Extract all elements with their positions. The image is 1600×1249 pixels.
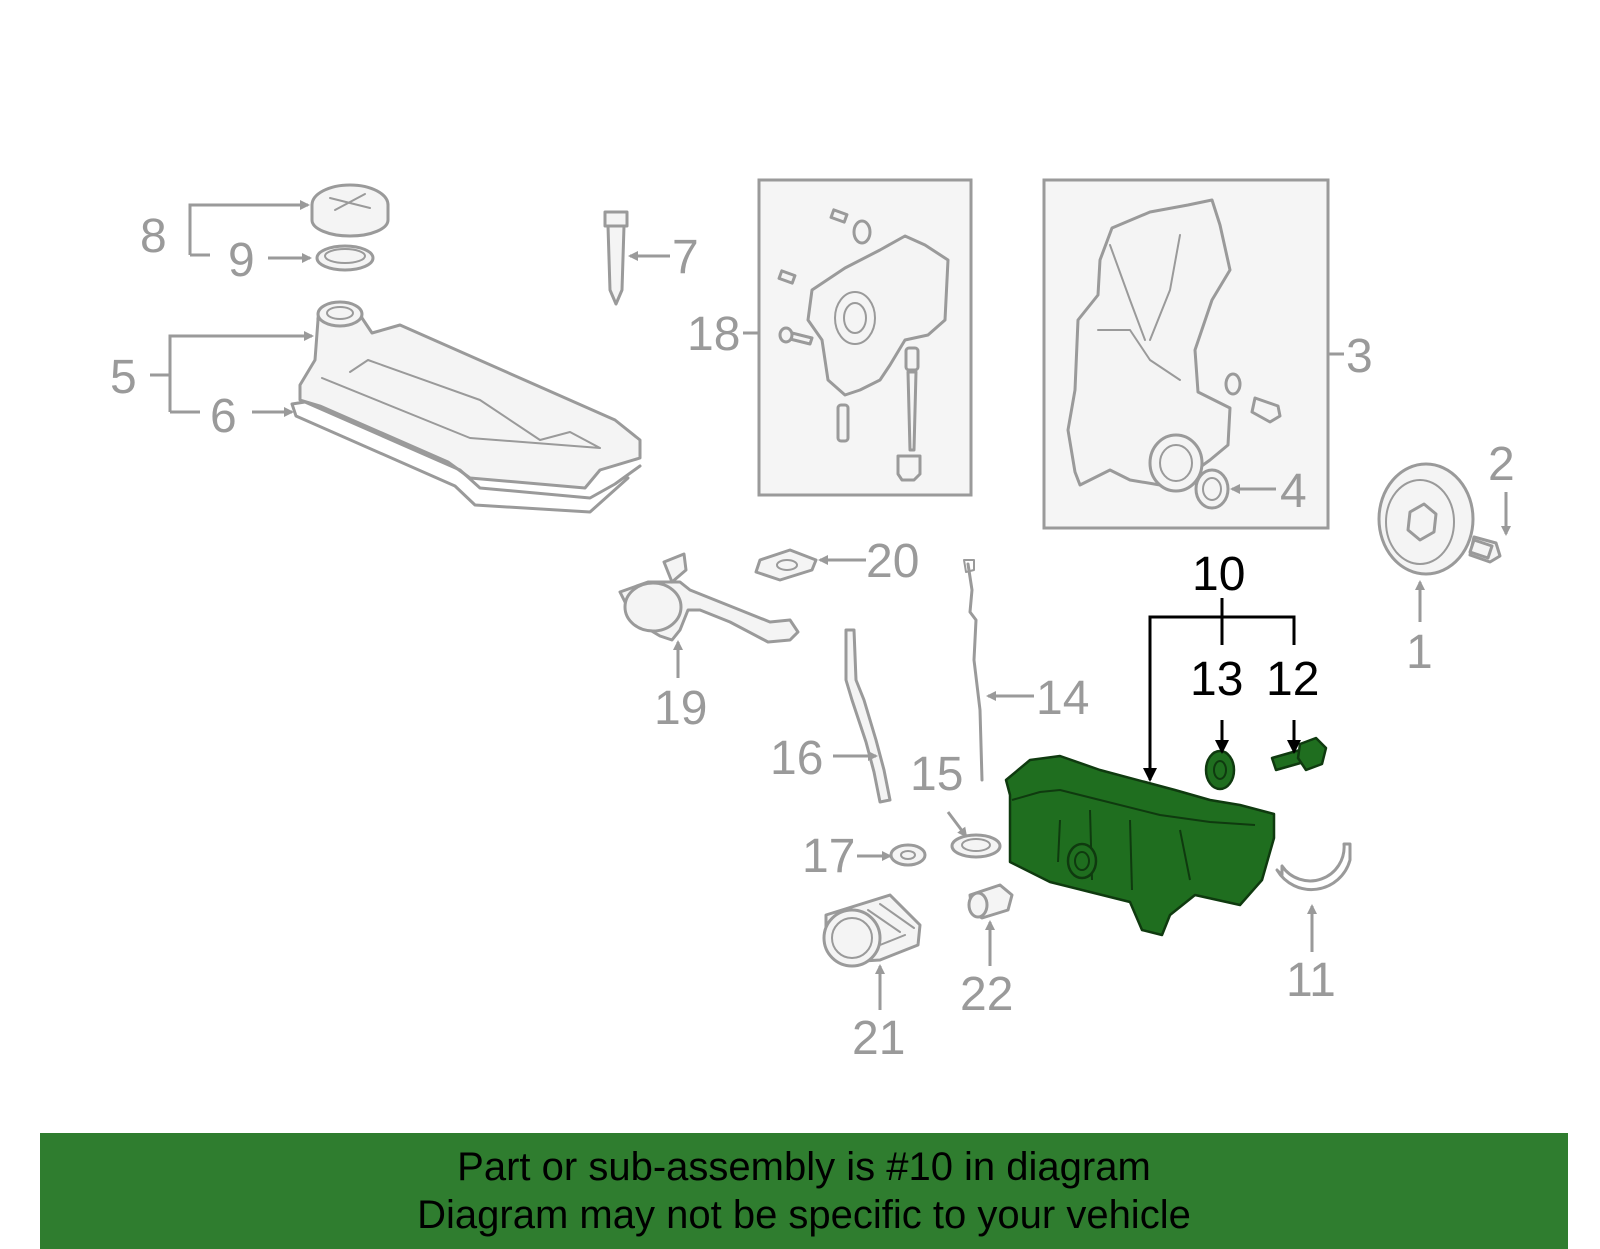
leader-lines	[150, 200, 1511, 1010]
callout-2: 2	[1488, 438, 1515, 491]
callout-6: 6	[210, 390, 237, 443]
callout-labels: 8 9 5 6 7 18 3 4 2 1 20 19 14 16 15 17 2…	[110, 210, 1515, 1065]
oil-filler-cap	[310, 183, 390, 238]
callout-21: 21	[852, 1012, 905, 1065]
timing-cover-box	[1042, 178, 1330, 530]
callout-10: 10	[1192, 548, 1245, 601]
rear-seal-11	[1275, 842, 1352, 892]
callout-12: 12	[1266, 653, 1319, 706]
oil-filter	[822, 893, 922, 968]
banner-part-note: Part or sub-assembly is #10 in diagram	[457, 1145, 1151, 1189]
callout-13: 13	[1190, 653, 1243, 706]
callout-14: 14	[1036, 672, 1089, 725]
oil-pump-box	[757, 178, 973, 497]
callout-7: 7	[672, 231, 699, 284]
callout-18: 18	[687, 308, 740, 361]
oil-pan-assembly	[1004, 754, 1276, 937]
callout-19: 19	[654, 682, 707, 735]
callout-3: 3	[1346, 330, 1373, 383]
callout-20: 20	[866, 535, 919, 588]
pulley-bolt	[1468, 535, 1502, 564]
washer-17	[889, 843, 927, 867]
dipstick-tube	[844, 628, 892, 804]
callout-15: 15	[910, 748, 963, 801]
dipstick	[963, 559, 984, 782]
valve-cover-gasket	[290, 400, 642, 514]
oil-strainer	[618, 552, 800, 644]
valve-cover	[298, 300, 642, 490]
callout-11: 11	[1286, 954, 1336, 1007]
callout-5: 5	[110, 351, 137, 404]
bolt-7	[603, 210, 629, 306]
crankshaft-pulley	[1377, 462, 1475, 576]
drain-bolt	[1270, 736, 1328, 772]
callout-8: 8	[140, 210, 167, 263]
banner-disclaimer: Diagram may not be specific to your vehi…	[417, 1193, 1191, 1237]
callout-16: 16	[770, 732, 823, 785]
seal-15	[950, 833, 1002, 859]
callout-1: 1	[1406, 626, 1433, 679]
callout-9: 9	[228, 234, 255, 287]
callout-17: 17	[802, 830, 855, 883]
cap-seal	[315, 244, 375, 272]
plug-22	[967, 883, 1014, 920]
info-banner: Part or sub-assembly is #10 in diagram D…	[40, 1133, 1568, 1249]
callout-4: 4	[1280, 465, 1307, 518]
drain-washer	[1204, 749, 1236, 791]
callout-22: 22	[960, 968, 1013, 1021]
strainer-gasket	[754, 548, 818, 582]
